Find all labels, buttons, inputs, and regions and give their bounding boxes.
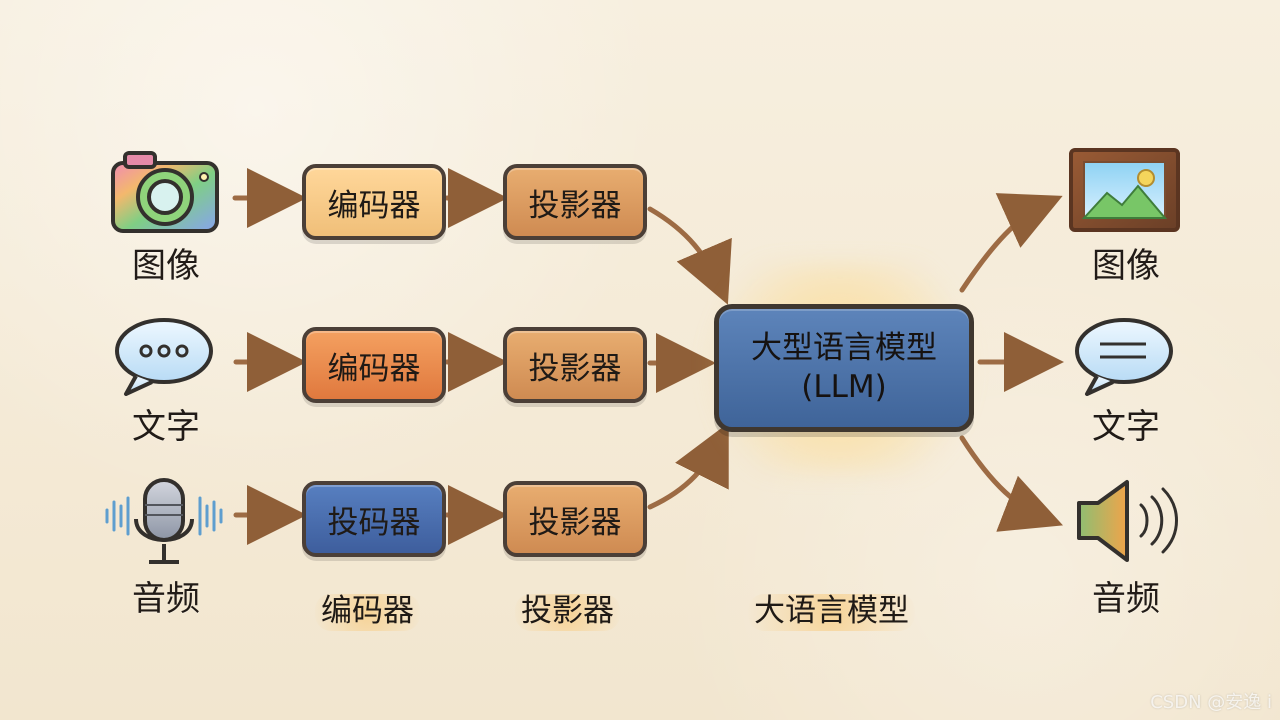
bottom-projector-label: 投影器 bbox=[528, 504, 622, 541]
watermark-text: CSDN @安逸 i bbox=[1150, 692, 1272, 713]
middle-projector-label: 投影器 bbox=[528, 350, 622, 387]
microphone-icon bbox=[105, 478, 223, 564]
output-image-label: 图像 bbox=[1092, 246, 1160, 286]
llm-subtitle: (LLM) bbox=[801, 369, 887, 405]
top-projector-label: 投影器 bbox=[528, 187, 622, 224]
message-bubble-icon bbox=[1075, 318, 1173, 396]
bottom-encoder-caption: 编码器 bbox=[315, 594, 420, 631]
image-frame-icon bbox=[1069, 148, 1180, 232]
input-image-label: 图像 bbox=[132, 246, 200, 286]
top-encoder-label: 编码器 bbox=[327, 187, 421, 224]
bottom-llm-caption: 大语言模型 bbox=[748, 594, 915, 631]
top-encoder-box: 编码器 bbox=[302, 164, 446, 240]
speaker-icon bbox=[1077, 480, 1178, 562]
top-projector-box: 投影器 bbox=[503, 164, 647, 240]
input-audio-label: 音频 bbox=[132, 579, 200, 619]
input-text-label: 文字 bbox=[132, 407, 200, 447]
bottom-encoder-box: 投码器 bbox=[302, 481, 446, 557]
llm-box: 大型语言模型 (LLM) bbox=[714, 304, 974, 432]
middle-encoder-box: 编码器 bbox=[302, 327, 446, 403]
middle-projector-box: 投影器 bbox=[503, 327, 647, 403]
bottom-projector-caption: 投影器 bbox=[515, 594, 620, 631]
camera-icon bbox=[111, 151, 219, 233]
middle-encoder-label: 编码器 bbox=[327, 350, 421, 387]
bottom-projector-box: 投影器 bbox=[503, 481, 647, 557]
chat-bubble-icon bbox=[115, 318, 213, 396]
output-text-label: 文字 bbox=[1092, 407, 1160, 447]
bottom-encoder-label: 投码器 bbox=[327, 504, 421, 541]
output-audio-label: 音频 bbox=[1092, 579, 1160, 619]
llm-title: 大型语言模型 bbox=[751, 330, 937, 366]
